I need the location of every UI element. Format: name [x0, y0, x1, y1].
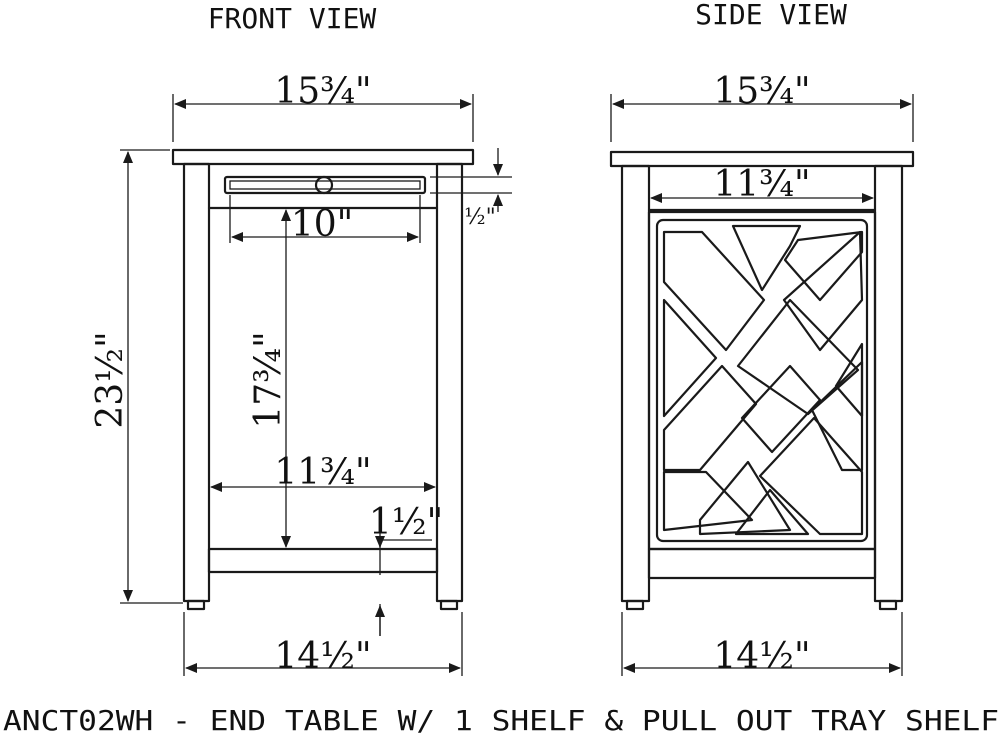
- front-inner-width-label: 11¾": [274, 452, 371, 493]
- lattice-openings: [662, 224, 864, 536]
- front-table-body: [171, 148, 475, 611]
- front-drawer-pull-label: 10": [291, 204, 353, 245]
- front-base-width-dimension: 14½": [183, 612, 463, 677]
- side-top-width-label: 15¾": [713, 71, 810, 112]
- front-drawer-offset-dimension: ½": [430, 148, 512, 230]
- side-inner-width-dimension: 11¾": [650, 164, 874, 205]
- front-drawer-offset-label: ½": [464, 205, 495, 230]
- front-shelf-thickness-dimension: 1½": [369, 502, 443, 636]
- front-top-width-dimension: 15¾": [172, 71, 474, 142]
- front-shelf-thickness-label: 1½": [369, 502, 443, 543]
- front-view-title: FRONT VIEW: [208, 2, 377, 35]
- drawer-knob: [314, 175, 334, 195]
- front-top-width-label: 15¾": [274, 71, 371, 112]
- product-caption: ANCT02WH - END TABLE W/ 1 SHELF & PULL O…: [3, 704, 999, 737]
- front-inner-width-dimension: 11¾": [210, 452, 436, 493]
- front-shelf-height-dimension: 17¾": [248, 209, 291, 548]
- side-base-width-label: 14½": [713, 636, 810, 677]
- drawer-pull: [223, 175, 427, 195]
- side-view-title: SIDE VIEW: [695, 0, 847, 31]
- front-shelf-height-label: 17¾": [248, 331, 289, 428]
- side-inner-width-label: 11¾": [713, 164, 810, 205]
- front-drawer-pull-dimension: 10": [229, 195, 421, 245]
- front-overall-height-dimension: 23½": [90, 149, 183, 604]
- side-top-width-dimension: 15¾": [610, 71, 914, 142]
- side-lattice-panel: [647, 210, 877, 551]
- front-base-width-label: 14½": [274, 636, 371, 677]
- side-base-width-dimension: 14½": [621, 612, 903, 677]
- front-overall-height-label: 23½": [90, 331, 131, 428]
